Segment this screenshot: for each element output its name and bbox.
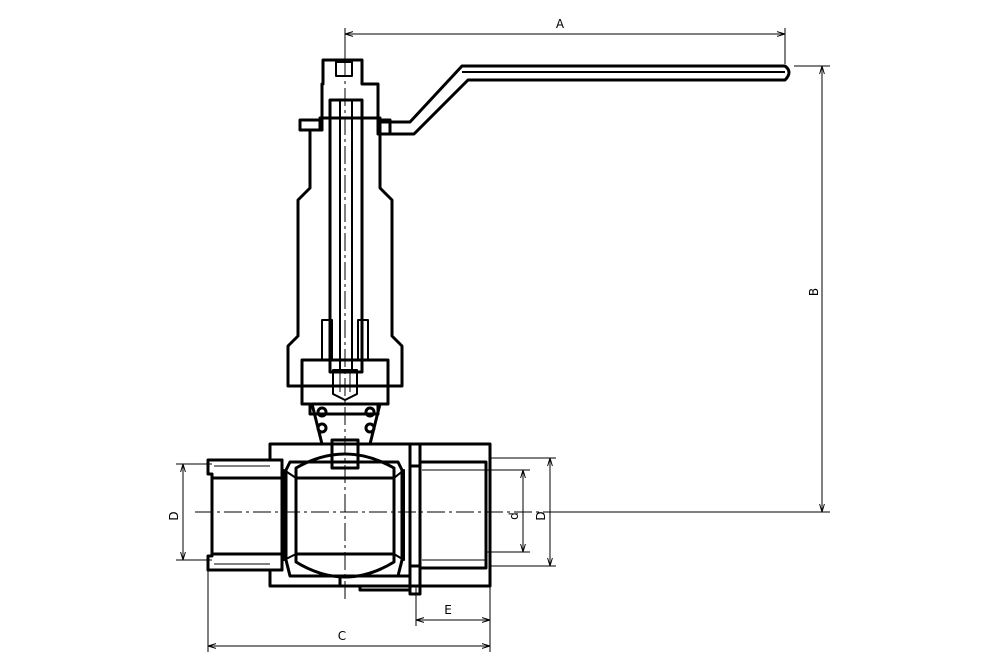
dimension-D-left-label: D [167, 511, 181, 520]
dimension-B-label: B [807, 288, 821, 296]
dimension-C: C [207, 570, 491, 652]
stem-housing [286, 58, 404, 416]
dimension-d-label: d [507, 512, 521, 520]
dimension-C-label: C [338, 629, 346, 643]
center-lines [195, 30, 560, 600]
dimension-D-right-label: D [534, 511, 548, 520]
dimension-D-left: D [167, 463, 212, 561]
dimension-d: d [486, 469, 530, 553]
handle-lever [378, 64, 791, 136]
dimension-D-right: D [490, 457, 556, 567]
dimension-E: E [415, 586, 491, 626]
left-end-connector [206, 458, 286, 572]
dimension-A-label: A [556, 17, 565, 31]
dimension-B: B [560, 65, 830, 513]
dimension-A: A [344, 17, 786, 64]
right-end-connector [408, 442, 492, 596]
dimension-E-label: E [444, 603, 452, 617]
